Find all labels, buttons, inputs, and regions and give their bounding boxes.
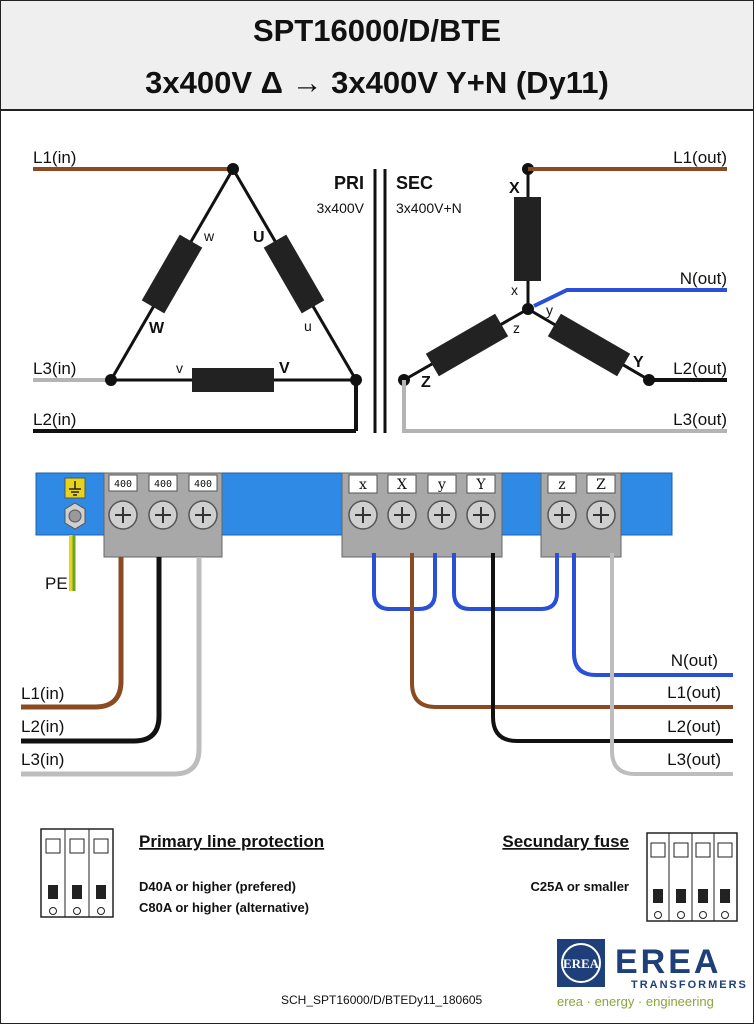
secondary-terminal-Y: Y bbox=[466, 474, 496, 530]
wire-label-l3-out: L3(out) bbox=[667, 750, 721, 769]
coil-label-Y: Y bbox=[633, 354, 644, 371]
l1-in-label: L1(in) bbox=[33, 148, 76, 167]
wire-l2-in bbox=[21, 557, 162, 744]
terminal-label: Y bbox=[475, 477, 486, 493]
coil-x bbox=[514, 197, 541, 281]
coil-label-y-small: y bbox=[546, 302, 553, 318]
coil-label-u-small: u bbox=[304, 318, 312, 334]
erea-logo: EREA EREA TRANSFORMERS erea · energy · e… bbox=[557, 939, 748, 1009]
coil-label-Z: Z bbox=[421, 374, 431, 391]
secondary-fuse-title: Secundary fuse bbox=[502, 832, 629, 851]
sec-label: SEC bbox=[396, 173, 433, 193]
terminal-label: z bbox=[558, 477, 565, 493]
primary-protection-title: Primary line protection bbox=[139, 832, 324, 851]
logo-subtitle: TRANSFORMERS bbox=[631, 979, 748, 991]
delta-winding bbox=[105, 163, 362, 392]
wire-l1-out bbox=[410, 553, 733, 709]
bridge-x-y bbox=[372, 553, 437, 611]
coil-label-z-small: z bbox=[513, 320, 520, 336]
terminal-label: 400 bbox=[154, 479, 172, 490]
wire-label-l3-in: L3(in) bbox=[21, 750, 64, 769]
coil-u bbox=[263, 234, 325, 314]
l2-in-label: L2(in) bbox=[33, 410, 76, 429]
wire-l3-in bbox=[21, 557, 202, 777]
sec-voltage: 3x400V+N bbox=[396, 200, 462, 216]
l3-out-label: L3(out) bbox=[673, 410, 727, 429]
primary-protection-line1: D40A or higher (prefered) bbox=[139, 879, 296, 894]
coil-label-x-small: x bbox=[511, 282, 518, 298]
terminal-label: y bbox=[437, 477, 446, 493]
pri-label: PRI bbox=[334, 173, 364, 193]
breaker-4pole-icon bbox=[646, 832, 738, 922]
pri-voltage: 3x400V bbox=[317, 200, 365, 216]
secondary-terminal-y: y bbox=[427, 474, 457, 530]
coil-label-w-small: w bbox=[203, 228, 215, 244]
wire-label-l1-in: L1(in) bbox=[21, 684, 64, 703]
n-out-lead bbox=[533, 288, 727, 308]
terminal-label: Z bbox=[596, 477, 606, 493]
secondary-fuse-line1: C25A or smaller bbox=[530, 879, 629, 894]
wire-l3-out bbox=[610, 553, 733, 776]
terminal-label: 400 bbox=[114, 479, 132, 490]
terminal-label: x bbox=[359, 477, 367, 493]
wire-label-l2-in: L2(in) bbox=[21, 717, 64, 736]
n-out-label: N(out) bbox=[680, 269, 727, 288]
wire-label-l2-out: L2(out) bbox=[667, 717, 721, 736]
breaker-3pole-icon bbox=[40, 828, 114, 918]
coil-v bbox=[192, 368, 274, 392]
secondary-terminal-x: x bbox=[348, 474, 378, 530]
secondary-terminal-X: X bbox=[387, 474, 417, 530]
coil-label-v-small: v bbox=[176, 360, 183, 376]
l2-out-label: L2(out) bbox=[673, 359, 727, 378]
coil-w bbox=[141, 234, 203, 314]
primary-protection-line2: C80A or higher (alternative) bbox=[139, 900, 309, 915]
secondary-terminal-Z: Z bbox=[586, 474, 616, 530]
coil-label-X: X bbox=[509, 180, 520, 197]
model-title: SPT16000/D/BTE bbox=[252, 13, 502, 48]
pe-label: PE bbox=[45, 574, 68, 593]
logo-tagline: erea · energy · engineering bbox=[557, 994, 714, 1009]
wire-label-n-out: N(out) bbox=[671, 651, 718, 670]
coil-label-W: W bbox=[149, 320, 165, 337]
title-block: SPT16000/D/BTE 3x400V Δ → 3x400V Y+N (Dy… bbox=[1, 1, 753, 111]
logo-badge-text: EREA bbox=[563, 956, 600, 971]
l1-out-label: L1(out) bbox=[673, 148, 727, 167]
coil-label-U: U bbox=[253, 229, 265, 246]
bridge-y-z bbox=[452, 553, 559, 611]
terminal-label: 400 bbox=[194, 479, 212, 490]
coil-label-V: V bbox=[279, 360, 290, 377]
document-code: SCH_SPT16000/D/BTEDy11_180605 bbox=[281, 993, 483, 1007]
l3-in-label: L3(in) bbox=[33, 359, 76, 378]
vector-group-subtitle: 3x400V Δ → 3x400V Y+N (Dy11) bbox=[145, 65, 609, 100]
terminal-label: X bbox=[397, 477, 407, 493]
logo-wordmark: EREA bbox=[615, 943, 721, 981]
coil-y bbox=[547, 313, 631, 377]
l3-out-lead bbox=[402, 380, 727, 433]
coil-z bbox=[425, 313, 509, 377]
star-winding bbox=[398, 163, 655, 386]
secondary-terminal-z: z bbox=[547, 474, 577, 530]
wire-label-l1-out: L1(out) bbox=[667, 683, 721, 702]
wire-l1-in bbox=[21, 557, 124, 710]
primary-terminal-2: 400 bbox=[148, 474, 178, 530]
primary-terminal-1: 400 bbox=[108, 474, 138, 530]
logo-badge-icon bbox=[557, 939, 605, 987]
wire-n-out bbox=[572, 553, 733, 677]
pe-terminal bbox=[64, 477, 86, 591]
wire-l2-out bbox=[491, 553, 733, 743]
primary-terminal-3: 400 bbox=[188, 474, 218, 530]
